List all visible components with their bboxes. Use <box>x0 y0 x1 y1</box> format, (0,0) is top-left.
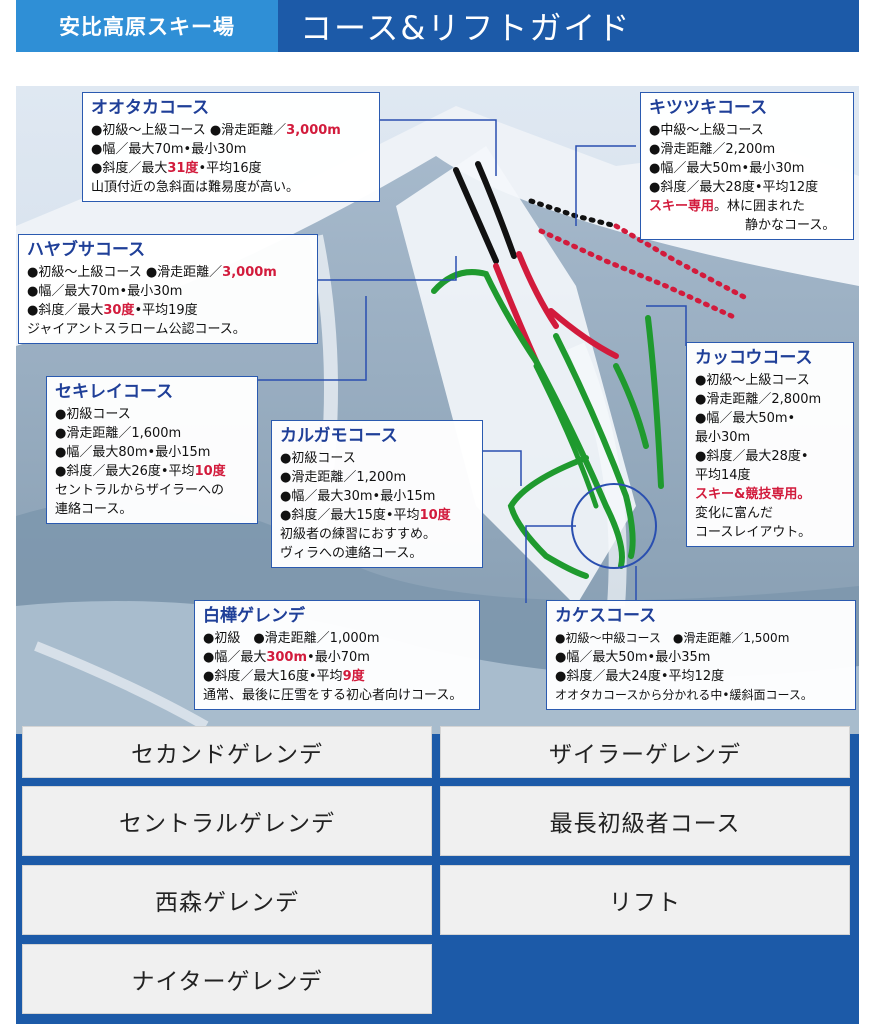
course-info-line: ●滑走距離／1,200m <box>280 470 407 485</box>
slope-nav-grid: セカンドゲレンデ ザイラーゲレンデ セントラルゲレンデ 最長初級者コース 西森ゲ… <box>16 726 859 1024</box>
nav-lift-button[interactable]: リフト <box>440 865 850 935</box>
course-info-line: ●斜度／最大28度•平均12度 <box>649 180 819 195</box>
course-info-line: ●斜度／最大31度•平均16度 <box>91 161 262 176</box>
course-map: オオタカコース ●初級～上級コース ●滑走距離／3,000m ●幅／最大70m•… <box>16 86 859 734</box>
course-name: カッコウコース <box>695 348 813 368</box>
course-name: カルガモコース <box>280 426 398 446</box>
course-info-line: ●初級コース <box>55 407 131 422</box>
course-info-line: ●幅／最大80m•最小15m <box>55 445 211 460</box>
course-name: ハヤブサコース <box>27 240 146 260</box>
course-info-line: ●初級～中級コース ●滑走距離／1,500m <box>555 631 790 645</box>
course-info-line: ●幅／最大70m•最小30m <box>27 284 183 299</box>
course-description: 連絡コース。 <box>55 502 133 517</box>
course-info-line: ●斜度／最大28度• <box>695 449 809 464</box>
course-name: セキレイコース <box>55 382 174 402</box>
course-name: オオタカコース <box>91 98 210 118</box>
course-info-line: ●滑走距離／2,200m <box>649 142 776 157</box>
course-info-line: ●斜度／最大24度•平均12度 <box>555 669 725 684</box>
course-description: 山頂付近の急斜面は難易度が高い。 <box>91 180 300 195</box>
page-title: コース&リフトガイド <box>300 9 632 47</box>
course-info-line: ●斜度／最大15度•平均10度 <box>280 508 451 523</box>
course-card-hayabusa: ハヤブサコース ●初級～上級コース ●滑走距離／3,000m ●幅／最大70m•… <box>18 234 318 344</box>
course-info-line: ●幅／最大30m•最小15m <box>280 489 436 504</box>
course-info-line: ●初級～上級コース ●滑走距離／3,000m <box>91 123 341 138</box>
course-info-line: ●幅／最大50m•最小35m <box>555 650 711 665</box>
nav-second-gelande-button[interactable]: セカンドゲレンデ <box>22 726 432 778</box>
nav-nishimori-gelande-button[interactable]: 西森ゲレンデ <box>22 865 432 935</box>
course-card-kakesu: カケスコース ●初級～中級コース ●滑走距離／1,500m ●幅／最大50m•最… <box>546 600 856 710</box>
resort-name: 安比高原スキー場 <box>16 0 278 52</box>
course-info-line: ●幅／最大300m•最小70m <box>203 650 370 665</box>
course-description: 初級者の練習におすすめ。 <box>280 527 437 542</box>
course-card-ootaka: オオタカコース ●初級～上級コース ●滑走距離／3,000m ●幅／最大70m•… <box>82 92 380 202</box>
course-name: キツツキコース <box>649 98 768 118</box>
course-description: 通常、最後に圧雪をする初心者向けコース。 <box>203 688 463 703</box>
course-card-karugamo: カルガモコース ●初級コース ●滑走距離／1,200m ●幅／最大30m•最小1… <box>271 420 483 568</box>
course-info-line: ●初級 ●滑走距離／1,000m <box>203 631 380 646</box>
course-info-line: 平均14度 <box>695 468 751 483</box>
course-description: オオタカコースから分かれる中•緩斜面コース。 <box>555 688 813 702</box>
course-description: コースレイアウト。 <box>695 525 812 540</box>
course-info-line: ●斜度／最大26度•平均10度 <box>55 464 226 479</box>
course-description: 静かなコース。 <box>745 218 836 233</box>
course-info-line: ●幅／最大70m•最小30m <box>91 142 247 157</box>
course-description: セントラルからザイラーへの <box>55 483 225 498</box>
course-info-line: 最小30m <box>695 430 751 445</box>
course-info-line: ●斜度／最大30度•平均19度 <box>27 303 198 318</box>
course-description: ジャイアントスラローム公認コース。 <box>27 322 246 337</box>
course-info-line: ●幅／最大50m•最小30m <box>649 161 805 176</box>
course-card-kakkou: カッコウコース ●初級～上級コース ●滑走距離／2,800m ●幅／最大50m•… <box>686 342 854 547</box>
course-name: カケスコース <box>555 606 657 626</box>
course-card-sekirei: セキレイコース ●初級コース ●滑走距離／1,600m ●幅／最大80m•最小1… <box>46 376 258 524</box>
course-description: スキー専用。林に囲まれた <box>649 199 806 214</box>
course-info-line: ●中級～上級コース <box>649 123 764 138</box>
course-info-line: ●初級～上級コース ●滑走距離／3,000m <box>27 265 277 280</box>
course-description: ヴィラへの連絡コース。 <box>280 546 423 561</box>
nav-nighter-gelande-button[interactable]: ナイターゲレンデ <box>22 944 432 1014</box>
nav-longest-beginner-course-button[interactable]: 最長初級者コース <box>440 786 850 856</box>
course-restriction: スキー&競技専用。 <box>695 487 811 502</box>
course-name: 白樺ゲレンデ <box>203 606 305 626</box>
course-info-line: ●滑走距離／2,800m <box>695 392 822 407</box>
course-description: 変化に富んだ <box>695 506 774 521</box>
course-info-line: ●幅／最大50m• <box>695 411 796 426</box>
nav-zairer-gelande-button[interactable]: ザイラーゲレンデ <box>440 726 850 778</box>
course-card-shirakaba: 白樺ゲレンデ ●初級 ●滑走距離／1,000m ●幅／最大300m•最小70m … <box>194 600 480 710</box>
nav-central-gelande-button[interactable]: セントラルゲレンデ <box>22 786 432 856</box>
course-card-kitsutsuki: キツツキコース ●中級～上級コース ●滑走距離／2,200m ●幅／最大50m•… <box>640 92 854 240</box>
course-info-line: ●滑走距離／1,600m <box>55 426 182 441</box>
page-header: 安比高原スキー場 コース&リフトガイド <box>16 0 859 52</box>
course-info-line: ●斜度／最大16度•平均9度 <box>203 669 365 684</box>
course-info-line: ●初級コース <box>280 451 356 466</box>
course-info-line: ●初級～上級コース <box>695 373 810 388</box>
